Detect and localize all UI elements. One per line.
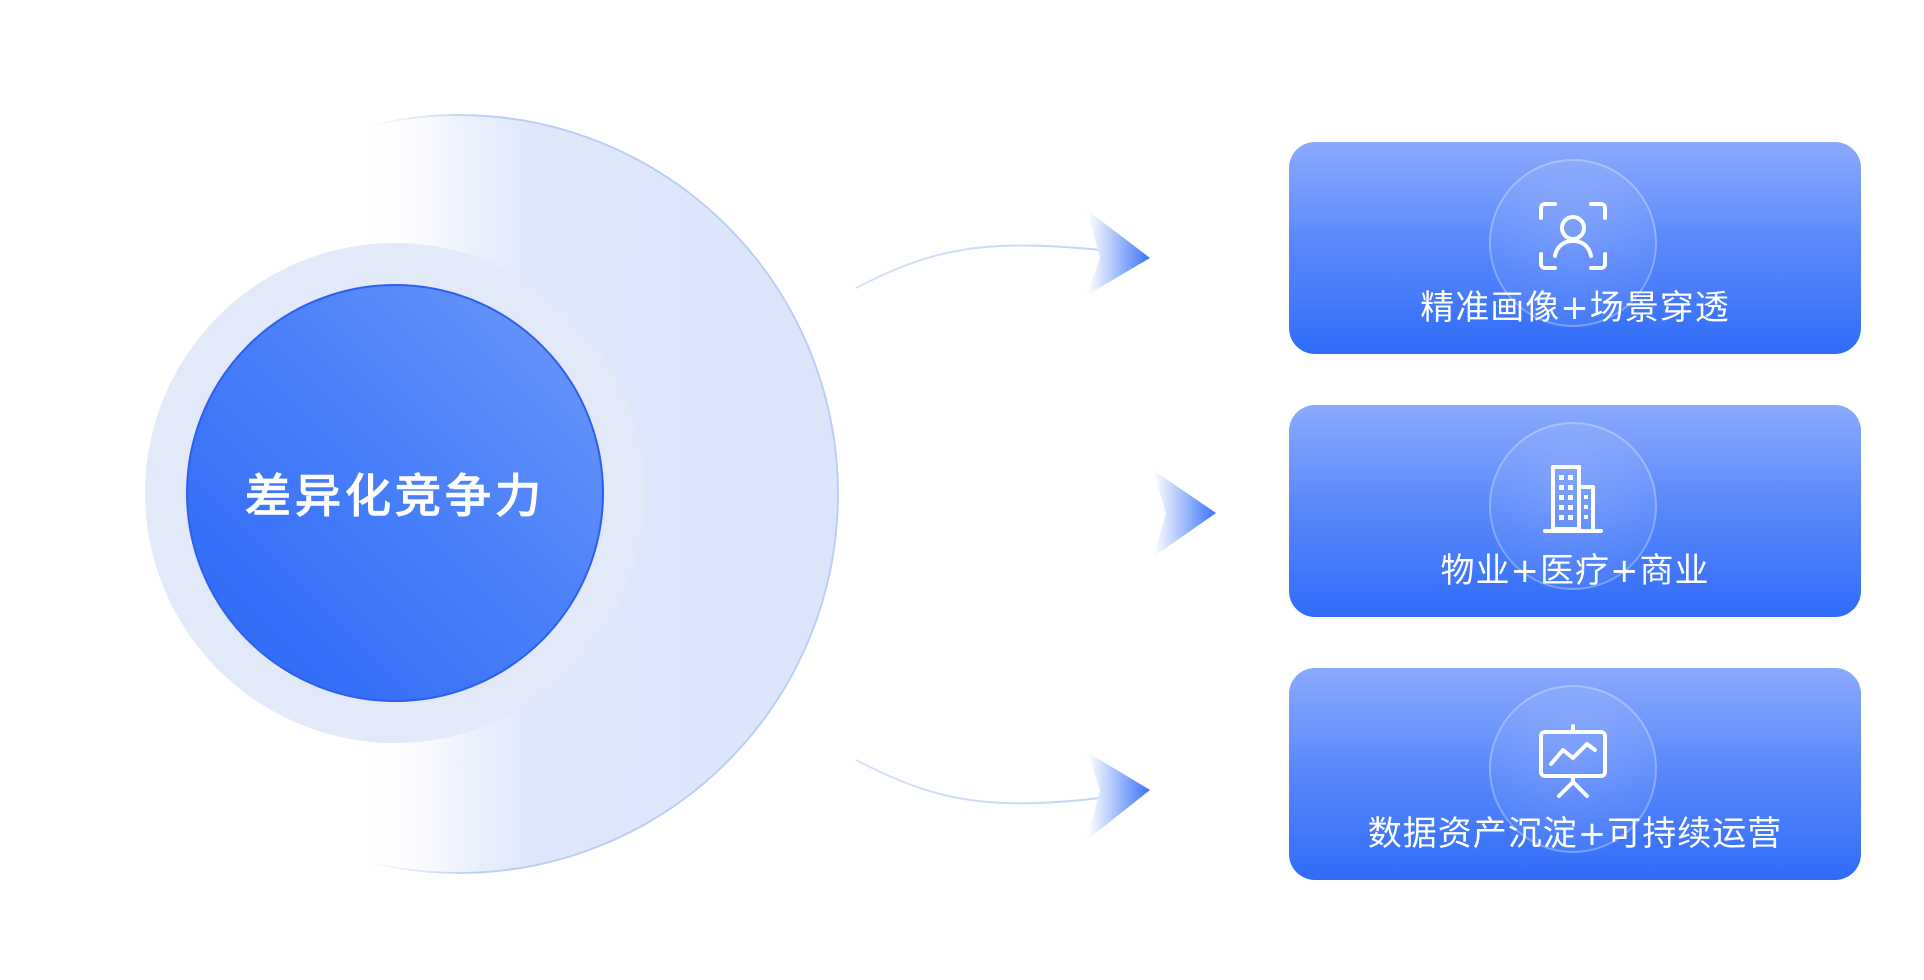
arrowhead-middle [1153, 470, 1216, 557]
card-label: 物业+医疗+商业 [1440, 551, 1710, 591]
core-circle: 差异化竞争力 [186, 284, 604, 702]
card-data-assets: 数据资产沉淀+可持续运营 [1289, 668, 1861, 880]
icon-bubble [1489, 159, 1657, 327]
connector-line-bottom [855, 759, 1101, 805]
card-property-medical-commercial: 物业+医疗+商业 [1289, 405, 1861, 617]
card-precise-profile: 精准画像+场景穿透 [1289, 142, 1861, 354]
arrowhead-bottom [1087, 752, 1150, 840]
core-label: 差异化竞争力 [245, 469, 545, 523]
card-label: 精准画像+场景穿透 [1420, 288, 1730, 328]
icon-bubble [1489, 685, 1657, 853]
card-label: 数据资产沉淀+可持续运营 [1367, 814, 1783, 854]
presentation-chart-icon [1539, 724, 1607, 798]
connector-line-top [855, 244, 1101, 289]
building-icon [1543, 465, 1603, 533]
person-scan-icon [1539, 202, 1607, 270]
arrowhead-top [1087, 210, 1150, 295]
